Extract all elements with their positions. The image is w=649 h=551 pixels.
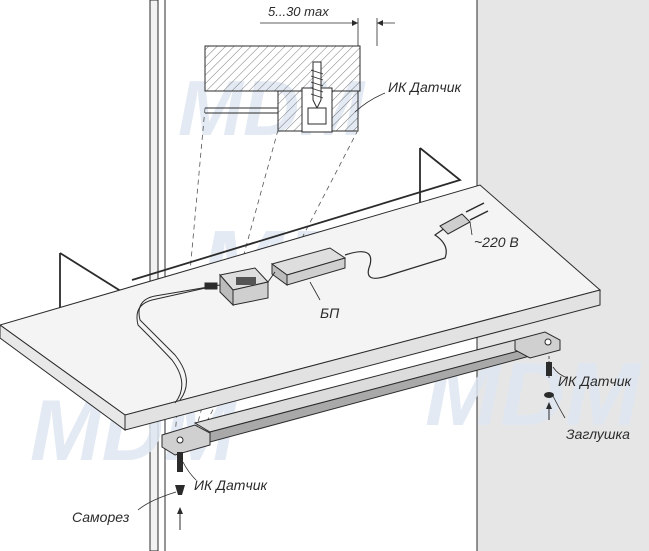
power-supply-callout: БП [309, 281, 340, 321]
voltage-label: ~220 В [474, 234, 519, 250]
left-fastener [175, 452, 185, 530]
screw-label: Саморез [72, 509, 130, 525]
ir-sensor-bottom-label: ИК Датчик [194, 477, 268, 493]
shelf [0, 184, 602, 431]
sensor-section-detail [204, 45, 361, 133]
sensor-controller [219, 267, 269, 307]
screw-callout: Саморез [72, 491, 177, 525]
left-wall [149, 0, 166, 551]
power-supply [267, 247, 347, 286]
ir-sensor-bottom-callout: ИК Датчик [182, 461, 268, 493]
led-profile [161, 331, 561, 456]
dimension-label: 5...30 max [268, 4, 329, 19]
ir-sensor-right-callout: ИК Датчик [552, 366, 632, 389]
mains-cable [344, 227, 447, 279]
plug [439, 202, 489, 236]
end-cap-label: Заглушка [566, 426, 630, 442]
dimension-annotation: 5...30 max [260, 4, 395, 46]
ir-sensor-top-callout: ИК Датчик [354, 79, 462, 113]
right-fastener [544, 356, 554, 420]
ir-sensor-top-label: ИК Датчик [388, 79, 462, 95]
sensor-wire [136, 282, 221, 404]
end-cap-callout: Заглушка [552, 395, 630, 442]
power-supply-label: БП [320, 305, 340, 321]
ir-sensor-right-label: ИК Датчик [558, 373, 632, 389]
